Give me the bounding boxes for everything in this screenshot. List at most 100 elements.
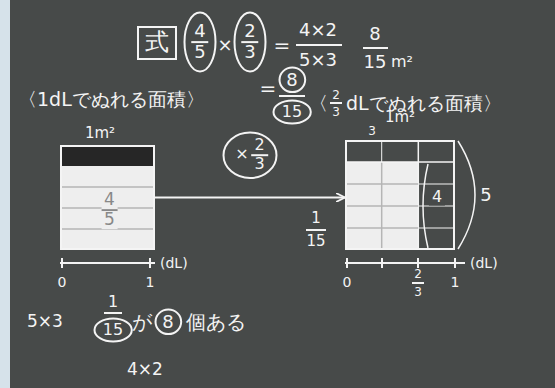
- flow-arrow: [155, 197, 345, 199]
- node-text-group: 23: [241, 22, 258, 62]
- section-heading: 〈: [309, 94, 328, 114]
- number-lines: [60, 258, 465, 268]
- tick: [417, 258, 419, 268]
- circled-fraction: 45: [183, 11, 217, 73]
- section-heading: dLでぬれる面積〉: [346, 94, 502, 114]
- fraction-bars: [104, 45, 424, 313]
- note-term: 5×3: [27, 313, 63, 331]
- node-text-group: 15: [279, 104, 305, 121]
- circled-fraction: 23: [233, 11, 267, 73]
- fraction-bar: [330, 102, 342, 104]
- grid-line: [345, 161, 455, 163]
- node-text-group: 8: [283, 71, 300, 90]
- tick: [381, 258, 383, 268]
- area-label: 1m²: [85, 126, 115, 142]
- node-text: 式: [142, 30, 172, 55]
- node-text: 2: [241, 22, 258, 43]
- node-text: 5: [101, 211, 118, 229]
- answer-numerator: 8: [369, 25, 380, 44]
- number-line: [60, 262, 155, 264]
- fraction-stack: 23: [252, 137, 268, 173]
- node-text: 8: [159, 313, 176, 332]
- cell-denominator: 15: [306, 234, 325, 250]
- grid-line: [60, 186, 155, 188]
- tick: [346, 258, 348, 268]
- node-text: 3: [252, 156, 268, 173]
- heading-numerator: 2: [332, 89, 340, 102]
- node-text-group: 4: [429, 189, 445, 206]
- circle-outline: [222, 131, 278, 179]
- note-text: が: [132, 312, 152, 333]
- count-bracket: [423, 164, 428, 248]
- axis-denominator: 3: [414, 286, 422, 299]
- area-model-left: [60, 145, 155, 250]
- axis-numerator: 2: [414, 268, 422, 281]
- grid-line: [345, 183, 418, 185]
- circled-number: 15: [93, 317, 133, 343]
- node-text-group: 式: [142, 30, 172, 55]
- node-text: 5: [191, 43, 208, 62]
- axis-label: 0: [58, 275, 67, 290]
- painted-area: [345, 162, 418, 250]
- painted-area: [60, 166, 155, 250]
- node-text: 4: [191, 22, 208, 43]
- grid-line: [345, 205, 418, 207]
- node-text-group: 15: [100, 322, 126, 339]
- fraction-bar: [104, 312, 122, 314]
- circle-outline-shape: [155, 310, 181, 335]
- grid-line: [418, 140, 420, 250]
- times-sign: ×: [217, 36, 232, 55]
- node-text: 4: [429, 189, 445, 206]
- equals-sign: =: [274, 35, 291, 56]
- node-text: 2: [252, 137, 268, 156]
- equals-sign: =: [260, 78, 277, 99]
- axis-label: 1: [451, 275, 460, 290]
- fraction-bar: [363, 47, 388, 49]
- answer-denominator: 15: [364, 53, 387, 72]
- heading-denominator: 3: [332, 106, 340, 119]
- node-text-group: 45: [191, 22, 208, 62]
- axis-label: 0: [343, 275, 352, 290]
- tick: [149, 258, 151, 268]
- fraction-bar: [279, 95, 305, 97]
- count-bracket: [458, 141, 475, 249]
- number-line: [345, 262, 465, 264]
- note-numerator: 1: [108, 294, 118, 311]
- formula-term: 4×2: [299, 21, 337, 40]
- area-label: 1m²: [385, 110, 415, 126]
- tick: [454, 258, 456, 268]
- circled-number: 8: [154, 308, 183, 336]
- node-text: 15: [100, 322, 126, 339]
- circle-outline-shape: [273, 101, 310, 124]
- grid-line: [418, 206, 455, 207]
- circle-outline-shape: [94, 319, 131, 342]
- formula-term: 5×3: [299, 51, 337, 70]
- note-text: 個ある: [186, 312, 246, 333]
- node-text-group: 8: [159, 313, 176, 332]
- tick: [61, 258, 63, 268]
- section-heading: 〈1dLでぬれる面積〉: [18, 90, 205, 110]
- circle-outline-shape: [279, 68, 305, 93]
- grid-line: [381, 140, 382, 162]
- fraction-bar: [296, 44, 342, 46]
- circled-number: 15: [272, 99, 312, 125]
- node-text: 8: [283, 71, 300, 90]
- grid-line: [345, 227, 418, 229]
- node-text-group: ×23: [232, 137, 268, 173]
- node-text: 4: [101, 191, 118, 211]
- node-text: 3: [241, 43, 258, 62]
- circle-outline-shape: [185, 13, 216, 72]
- axis-label: 1: [146, 275, 155, 290]
- count-label: 3: [368, 125, 376, 138]
- fraction-bar: [412, 282, 424, 284]
- area-model-box: 45: [60, 145, 155, 250]
- axis-unit: (dL): [160, 256, 188, 271]
- circled-number: 8: [278, 66, 307, 94]
- circle-outline-shape: [224, 132, 277, 177]
- fraction-bar: [306, 229, 326, 231]
- count-label: 5: [480, 186, 491, 205]
- note-term: 4×2: [127, 361, 163, 379]
